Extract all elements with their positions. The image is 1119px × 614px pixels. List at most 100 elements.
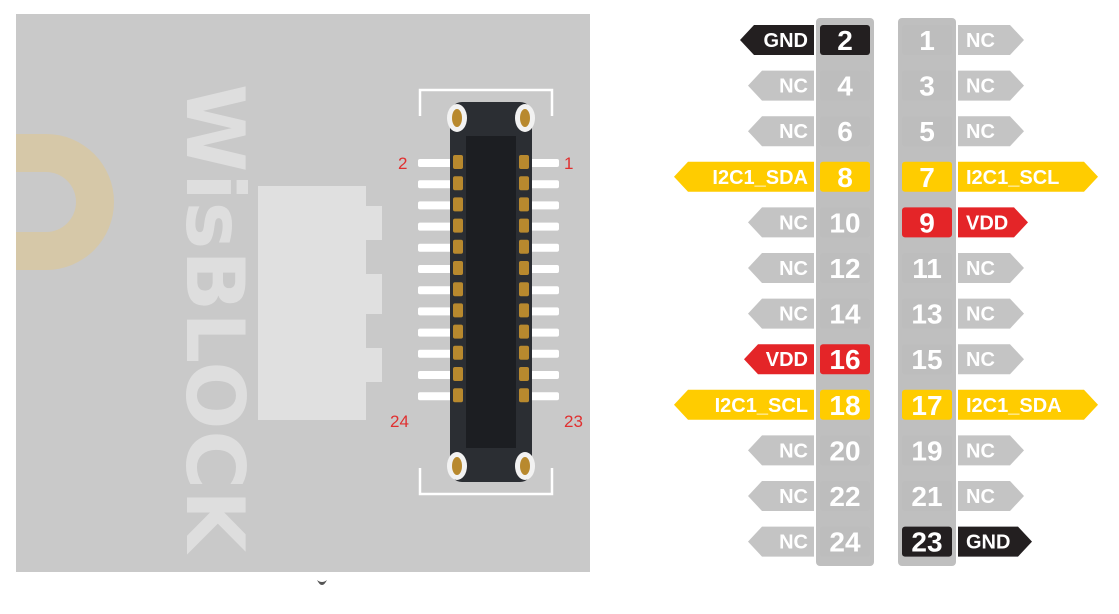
pin-17: 17 I2C1_SDA [902, 389, 1098, 421]
pin-number-box [820, 344, 870, 375]
connector-lead-left [418, 307, 452, 316]
pin-number-box [902, 435, 952, 466]
pin-number-box [820, 161, 870, 192]
pin-number: 9 [919, 207, 935, 238]
pin-number: 21 [911, 481, 942, 512]
pin-label: NC [779, 76, 808, 98]
pin-number: 19 [911, 435, 942, 466]
pin-24: 24 NC [748, 526, 870, 558]
pin-label-tag [748, 526, 814, 557]
pin-number: 13 [911, 299, 942, 330]
pin-number: 3 [919, 71, 935, 102]
pin-label: NC [779, 532, 808, 554]
pin-label-tag [958, 435, 1024, 466]
connector-pad-left [453, 155, 463, 169]
pin-number: 5 [919, 116, 935, 147]
connector-slot [466, 136, 516, 448]
connector-pad-left [453, 303, 463, 318]
pin-number-box [820, 435, 870, 466]
pin-label: VDD [766, 349, 808, 371]
connector-pad-right [519, 367, 529, 381]
pin-number-box [902, 298, 952, 329]
pin-label-tag [744, 344, 814, 375]
pin-number: 16 [829, 344, 860, 375]
pin-number-box [820, 389, 870, 420]
connector-lead-right [525, 180, 559, 189]
pin-number: 17 [911, 390, 942, 421]
pin-number-box [902, 25, 952, 55]
pin-label: I2C1_SDA [966, 395, 1062, 417]
connector-pad-left [453, 388, 463, 403]
pin-marker-24: 24 [390, 412, 409, 431]
pin-label: I2C1_SCL [966, 167, 1059, 189]
component-outline [258, 186, 382, 420]
connector-pad-left [453, 345, 463, 360]
pin-label: GND [966, 532, 1010, 554]
connector-pad-right [519, 197, 529, 212]
pin-label: I2C1_SCL [715, 395, 808, 417]
pin-number: 22 [829, 481, 860, 512]
pin-label: NC [966, 440, 995, 462]
connector-pad-right [519, 345, 529, 360]
pin-label-tag [748, 70, 814, 101]
corner-peg-pad [520, 457, 530, 475]
connector-lead-left [418, 222, 452, 231]
pin-label-tag [958, 25, 1024, 55]
connector-pad-right [519, 261, 529, 275]
connector-lead-left [418, 349, 452, 358]
connector-pad-left [453, 282, 463, 297]
pin-label-tag [958, 344, 1024, 375]
pin-label-tag [674, 161, 814, 192]
pin-label-tag [958, 161, 1098, 192]
corner-peg-pad [452, 109, 462, 127]
pin-label-tag [748, 435, 814, 466]
pin-number: 11 [912, 253, 942, 284]
module-board: WisBLOCK 2 1 24 23 [16, 14, 590, 572]
pin-label: NC [966, 349, 995, 371]
pin-number: 8 [837, 162, 853, 193]
pin-23: 23 GND [902, 526, 1032, 558]
pin-label-tag [958, 207, 1028, 238]
pin-marker-1: 1 [564, 154, 574, 173]
pin-label-tag [748, 253, 814, 283]
connector-pad-left [453, 239, 463, 254]
connector-lead-right [525, 222, 559, 231]
connector-pad-right [519, 239, 529, 254]
pin-number-box [820, 116, 870, 147]
pin-number: 24 [829, 527, 861, 558]
connector-pad-right [519, 155, 529, 169]
connector-lead-left [418, 243, 452, 252]
connector-pad-left [453, 367, 463, 381]
pin-label-tag [740, 25, 814, 55]
pin-label: NC [966, 486, 995, 508]
pin-label-tag [958, 389, 1098, 420]
connector-pad-right [519, 303, 529, 318]
pin-6: 6NC [748, 116, 870, 147]
pin-number-box [902, 70, 952, 101]
pin-label: GND [764, 30, 808, 52]
connector-pad-left [453, 324, 463, 339]
pin-label-tag [958, 70, 1024, 101]
pin-number-box [820, 481, 870, 511]
pin-label-tag [958, 298, 1024, 329]
pin-label-tag [958, 526, 1032, 557]
connector-lead-right [525, 328, 559, 337]
connector-bracket [418, 88, 554, 496]
pin-4: 4NC [748, 70, 870, 102]
pin-label-tag [958, 253, 1024, 283]
pin-number-box [902, 389, 952, 420]
pin-number-box [820, 70, 870, 101]
connector-lead-left [418, 392, 452, 401]
pin-marker-2: 2 [398, 154, 408, 173]
pin-number: 23 [911, 527, 942, 558]
connector-pad-right [519, 218, 529, 233]
connector-pad-left [453, 176, 463, 191]
pin-number-box [902, 207, 952, 238]
